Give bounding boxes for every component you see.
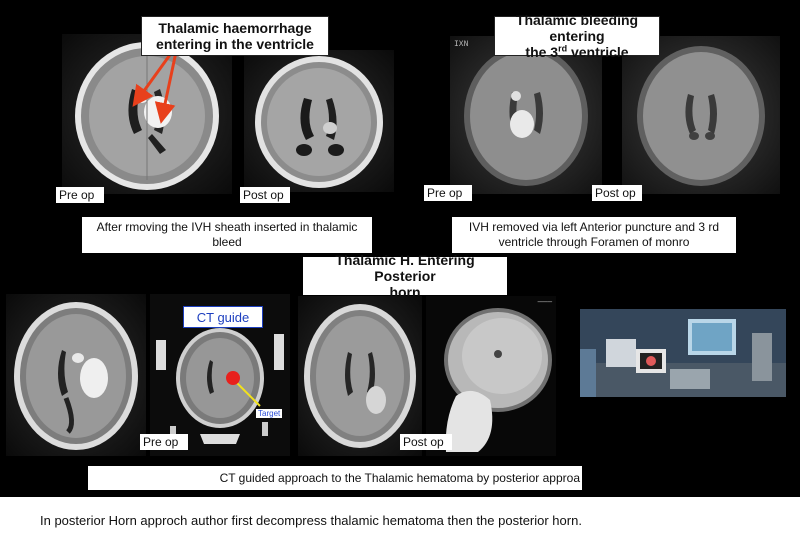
footer-text: In posterior Horn approch author first d… [40,513,582,528]
superscript-rd: rd [558,43,568,54]
ct-guide-label: CT guide [183,306,263,328]
title-line-2: the 3rd ventricle [525,44,628,60]
title-thalamic-haemorrhage: Thalamic haemorrhage entering in the ven… [141,16,329,56]
caption-line-1: IVH removed via left Anterior puncture a… [468,220,720,234]
title-line-1: Thalamic haemorrhage [158,20,312,36]
ct-guide-panel [150,294,290,456]
title-line-2: entering in the ventricle [156,36,314,52]
ct-scan-postop-top-left [244,50,394,192]
ct-scan-postop-bottom [298,296,422,456]
caption-top-left: After rmoving the IVH sheath inserted in… [82,217,372,253]
caption-bottom: CT guided approach to the Thalamic hemat… [88,466,582,490]
brain-ct-image [255,56,383,188]
target-dot [226,371,240,385]
ct-scan-preop-top-left [62,34,232,194]
pre-op-label: Pre op [56,187,104,203]
figure-stage: Thalamic haemorrhage entering in the ven… [6,12,786,490]
brain-mri-image [464,46,588,186]
title-line-1: Thalamic bleeding entering [515,12,639,44]
operating-room-image [580,309,786,397]
brain-mri-image [637,46,765,186]
post-op-label: Post op [400,434,452,450]
target-label: Target [256,409,283,418]
skull-xray-panel: ——— [426,296,556,456]
scan-corner-text: IXN [454,40,469,49]
post-op-label: Post op [240,187,290,203]
footer-caption: In posterior Horn approch author first d… [0,496,800,544]
mri-scan-preop-top-right: IXN [450,36,602,194]
target-marker [226,371,240,385]
pre-op-label: Pre op [140,434,188,450]
brain-ct-image [304,304,416,448]
title-line-1: Thalamic H. Entering Posterior [335,252,475,284]
caption-top-right: IVH removed via left Anterior puncture a… [452,217,736,253]
pre-op-label: Pre op [424,185,472,201]
brain-ct-image [75,42,219,190]
title-thalamic-bleeding: Thalamic bleeding entering the 3rd ventr… [494,12,660,60]
ct-scan-preop-bottom-1 [6,294,146,456]
brain-ct-image [14,302,138,450]
caption-line-1: After rmoving the IVH sheath inserted in… [96,220,358,234]
post-op-label: Post op [592,185,642,201]
scan-corner-text: ——— [537,298,552,307]
ct-guided-scan-image [156,328,284,444]
title-line-2-pre: the 3 [525,44,559,60]
caption-line-2: ventricle through Foramen of monro [498,235,690,249]
caption-line-2: bleed [212,235,242,249]
skull-xray-image [444,308,552,452]
title-line-2-post: ventricle [567,44,629,60]
title-posterior-horn: Thalamic H. Entering Posterior horn [303,252,507,300]
operating-room-photo [580,309,786,397]
mri-scan-postop-top-right [622,36,780,194]
